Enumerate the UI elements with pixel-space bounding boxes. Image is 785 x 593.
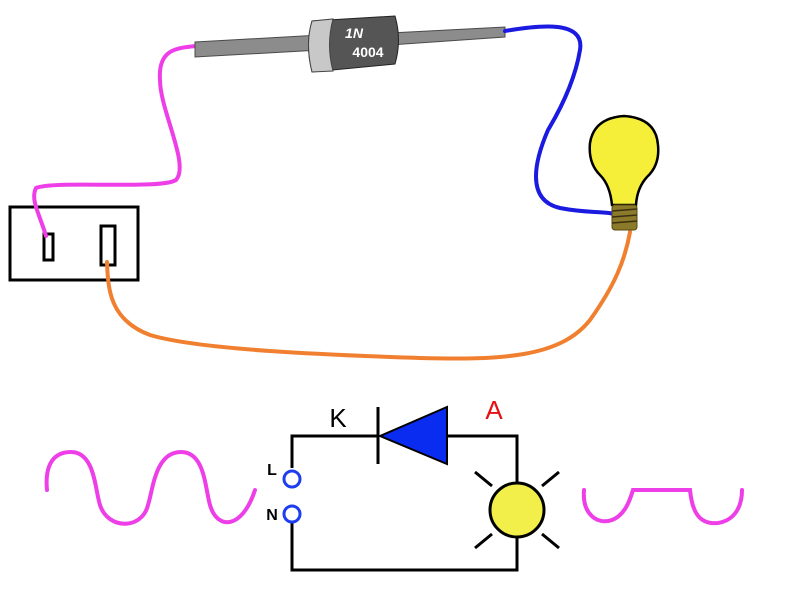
lamp-ray-top-left (474, 470, 493, 488)
terminal-l-label: L (267, 462, 277, 479)
bulb-glass (588, 114, 660, 207)
wall-socket (8, 205, 140, 282)
diode-lead-right (389, 26, 506, 46)
input-waveform (44, 449, 257, 526)
bulb-thread-2 (611, 214, 638, 218)
bulb-thread-3 (611, 220, 638, 224)
diode-lead-left (194, 34, 321, 58)
lamp-ray-bottom-left (474, 532, 493, 550)
output-waveform (581, 488, 744, 526)
light-bulb (588, 114, 660, 231)
lamp-circle (488, 481, 546, 539)
lamp-ray-bottom-right (541, 532, 560, 550)
diode-label-line1: 1N (345, 25, 364, 41)
socket-slot-left (42, 232, 55, 262)
bulb-thread-1 (611, 208, 638, 212)
socket-body (8, 205, 140, 282)
diode-component: 1N 4004 (194, 15, 506, 73)
terminal-n (282, 504, 302, 524)
neutral-wire (105, 230, 632, 361)
live-wire (32, 44, 198, 238)
schematic-wire-top-left (290, 434, 378, 468)
diode-symbol (376, 405, 448, 466)
cathode-label: K (329, 403, 347, 433)
return-wire (503, 24, 624, 218)
terminal-l (282, 469, 302, 489)
schematic-circuit (290, 434, 519, 572)
lamp-ray-top-right (541, 470, 560, 488)
anode-label: A (485, 395, 503, 425)
terminal-n-label: N (266, 507, 278, 524)
diode-band (308, 18, 334, 73)
lamp-symbol (474, 470, 560, 550)
diode-triangle (377, 405, 448, 466)
socket-slot-right (99, 224, 117, 267)
schematic-wire-top-right (447, 434, 519, 482)
schematic-wire-bottom (290, 523, 519, 572)
diode-label-line2: 4004 (352, 44, 383, 60)
